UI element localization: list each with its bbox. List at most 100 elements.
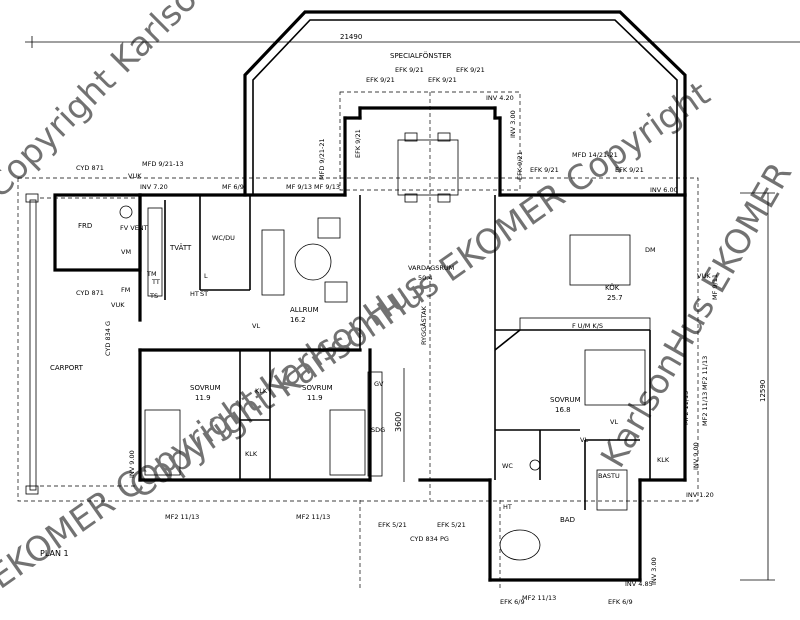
room-klk-2: KLK — [245, 450, 258, 458]
window-code: EFK 5/21 — [378, 521, 407, 529]
gv-label: GV — [374, 380, 384, 388]
window-code: INV 7.20 — [140, 183, 168, 191]
window-code: MF 9/13 — [314, 183, 340, 191]
window-code: MF2 11/13 — [682, 391, 690, 425]
vl-1: VL — [252, 322, 260, 330]
ht-1: HT — [503, 503, 512, 511]
sofa — [261, 229, 285, 296]
window-code: EFK 6/9 — [608, 598, 633, 606]
sdg-label: SDG — [371, 426, 385, 434]
dimension-lines: 21490 12590 3600 — [25, 33, 800, 581]
kitchen-counter — [519, 317, 651, 331]
vl-2: VL — [610, 418, 618, 426]
window-code: MF2 11/13 — [701, 356, 709, 390]
room-bad: BAD — [560, 516, 575, 524]
bed-1 — [144, 409, 181, 476]
window-code: EFK 9/21 — [456, 66, 485, 74]
window-code: EFK 6/9 — [500, 598, 525, 606]
watermark: Copyright KarlsonHus EKOMER Copyright Ka… — [0, 0, 800, 597]
window-code: INV 4.20 — [486, 94, 514, 102]
dim-corridor: 3600 — [394, 412, 403, 432]
window-code: EFK 9/21 — [428, 76, 457, 84]
door-code: CYD 871 — [76, 164, 104, 172]
room-allrum-area: 16.2 — [290, 316, 306, 324]
carport — [25, 193, 135, 495]
window-code: INV 3.00 — [509, 110, 517, 138]
room-sovrum1-name: SOVRUM — [190, 384, 221, 392]
l-label: L — [204, 272, 208, 280]
window-code: INV 3.00 — [650, 557, 658, 585]
room-bastu: BASTU — [598, 472, 620, 480]
sauna-bench — [596, 469, 628, 511]
vl-3: VL — [580, 436, 588, 444]
door-code: CYD 834 PG — [410, 535, 449, 543]
plan-title: PLAN 1 — [40, 549, 69, 558]
kitchen-units-label: F U/M K/S — [572, 322, 603, 330]
room-sovrum2-area: 11.9 — [307, 394, 323, 402]
window-code: MF2 11/13 — [296, 513, 330, 521]
room-sovrum3-name: SOVRUM — [550, 396, 581, 404]
vuk-label: VUK — [111, 301, 125, 309]
door-code: MFD 14/21-21 — [572, 151, 618, 159]
door-code: CYD 871 — [76, 289, 104, 297]
vuk-label: VUK — [697, 272, 711, 280]
door-code: MFD 9/21-13 — [142, 160, 184, 168]
ryggas-label: RYGGÅSTAK — [419, 305, 428, 345]
fm-label: FM — [121, 286, 130, 294]
window-code: INV 9.00 — [128, 450, 136, 478]
window-code: MF 9/13 — [286, 183, 312, 191]
window-code: MF2 11/13 — [522, 594, 556, 602]
room-kok-area: 25.7 — [607, 294, 623, 302]
window-code: EFK 9/21 — [354, 129, 362, 158]
vm-label: VM — [121, 248, 131, 256]
annotations: SPECIALFÖNSTER EFK 9/21 EFK 9/21 EFK 9/2… — [40, 51, 719, 606]
room-sovrum1-area: 11.9 — [195, 394, 211, 402]
door-code: CYD 834 G — [104, 321, 112, 356]
window-code: INV 4.85 — [625, 580, 653, 588]
dim-total-depth: 12590 — [759, 380, 767, 402]
window-code: INV 1.20 — [686, 491, 714, 499]
window-code: MF 6/9 — [222, 183, 244, 191]
room-klk-3: KLK — [657, 456, 670, 464]
fixtures — [119, 132, 651, 561]
tm-label: TM — [146, 270, 157, 278]
room-allrum-name: ALLRUM — [290, 306, 319, 314]
tt-label: TT — [151, 278, 160, 286]
room-tvatt: TVÄTT — [169, 243, 192, 252]
ts-label: TS — [149, 292, 158, 300]
vuk-label: VUK — [128, 172, 142, 180]
wardrobe — [367, 371, 383, 477]
room-wc: WC — [502, 462, 513, 470]
dm-label: DM — [645, 246, 656, 254]
window-code: MF2 11/13 — [701, 392, 709, 426]
bed-3 — [584, 349, 646, 406]
window-code: EFK 9/21 — [366, 76, 395, 84]
bed-2 — [329, 409, 366, 476]
room-wc-du: WC/DU — [212, 234, 235, 242]
dining-table — [397, 139, 459, 196]
room-kok-name: KÖK — [605, 283, 620, 292]
special-windows-label: SPECIALFÖNSTER — [390, 51, 452, 60]
window-code: MF 9/11 — [711, 274, 719, 300]
heater-icon — [119, 205, 133, 219]
dim-total-width: 21490 — [340, 33, 362, 41]
laundry-counter — [147, 207, 163, 297]
kitchen-island — [569, 234, 631, 286]
room-sovrum3-area: 16.8 — [555, 406, 571, 414]
room-labels: FRD FV VENT TVÄTT WC/DU ALLRUM 16.2 VARD… — [50, 222, 670, 524]
room-fv-vent: FV VENT — [120, 224, 148, 232]
window-code: EFK 9/21 — [516, 151, 524, 180]
walls — [53, 10, 687, 582]
window-code: EFK 9/21 — [530, 166, 559, 174]
coffee-table — [294, 243, 332, 281]
room-sovrum2-name: SOVRUM — [302, 384, 333, 392]
window-code: EFK 5/21 — [437, 521, 466, 529]
window-code: EFK 9/21 — [615, 166, 644, 174]
bathtub — [499, 529, 541, 561]
door-code: MFD 9/21-21 — [318, 138, 326, 180]
room-carport: CARPORT — [50, 364, 84, 372]
toilet-icon — [529, 459, 541, 471]
window-code: EFK 9/21 — [395, 66, 424, 74]
window-code: INV 9.00 — [692, 442, 700, 470]
